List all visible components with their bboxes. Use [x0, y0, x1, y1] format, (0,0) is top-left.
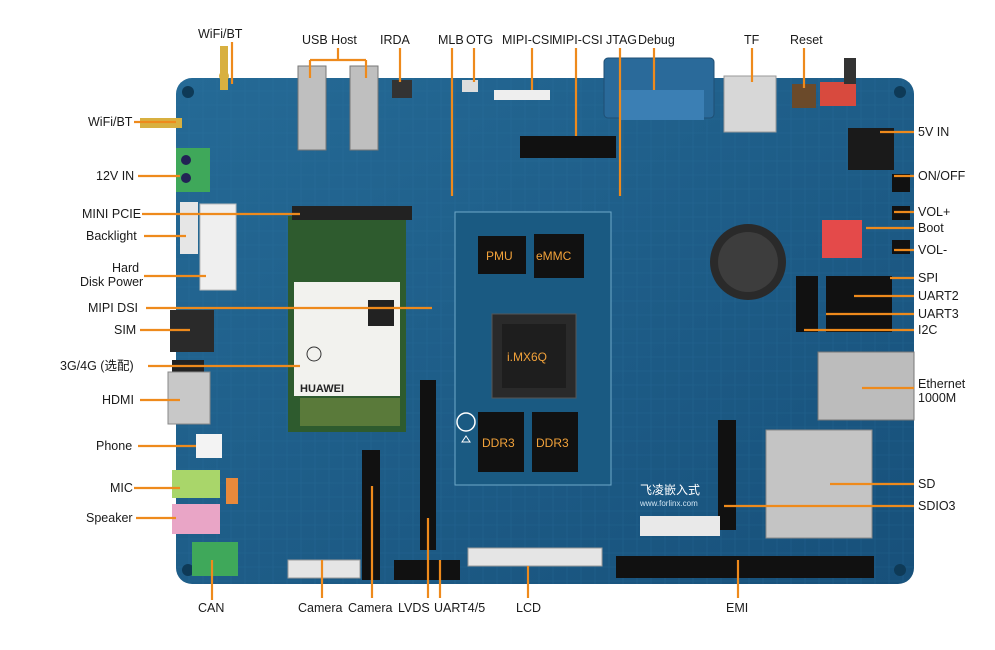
callout-labels: WiFi/BT WiFi/BT USB Host IRDA MLB OTG MI…	[60, 27, 966, 615]
label-vol-plus: VOL+	[918, 205, 950, 219]
emmc-label: eMMC	[536, 249, 572, 263]
core-module	[454, 211, 612, 486]
label-jtag: JTAG	[606, 33, 637, 47]
callout-lines	[134, 42, 914, 600]
label-hard-disk-power-2: Disk Power	[80, 275, 143, 289]
ddr3-left-chip	[478, 412, 524, 472]
top-connectors	[297, 57, 856, 158]
ddr3-right-label: DDR3	[536, 436, 569, 450]
label-debug: Debug	[638, 33, 675, 47]
label-mipi-dsi: MIPI DSI	[88, 301, 138, 315]
vendor-url: www.forlinx.com	[639, 499, 698, 508]
label-phone: Phone	[96, 439, 132, 453]
label-uart3: UART3	[918, 307, 959, 321]
chip-labels: PMU eMMC i.MX6Q DDR3 DDR3 HUAWEI 飞凌嵌入式 w…	[300, 249, 700, 508]
label-wifi-bt-top: WiFi/BT	[198, 27, 243, 41]
label-emi: EMI	[726, 601, 748, 615]
label-speaker: Speaker	[86, 511, 133, 525]
label-irda: IRDA	[380, 33, 411, 47]
label-12v-in: 12V IN	[96, 169, 134, 183]
label-tf: TF	[744, 33, 760, 47]
label-reset: Reset	[790, 33, 823, 47]
label-mini-pcie: MINI PCIE	[82, 207, 141, 221]
label-lcd: LCD	[516, 601, 541, 615]
label-sdio3: SDIO3	[918, 499, 956, 513]
pmu-label: PMU	[486, 249, 513, 263]
pmu-chip	[478, 236, 526, 274]
label-usb-host: USB Host	[302, 33, 357, 47]
label-spi: SPI	[918, 271, 938, 285]
label-uart2: UART2	[918, 289, 959, 303]
modem-brand: HUAWEI	[300, 383, 344, 395]
label-boot: Boot	[918, 221, 944, 235]
label-mlb: MLB	[438, 33, 464, 47]
label-camera-2: Camera	[348, 601, 393, 615]
ddr3-left-label: DDR3	[482, 436, 515, 450]
label-hard-disk-power-1: Hard	[112, 261, 139, 275]
label-otg: OTG	[466, 33, 493, 47]
emmc-chip	[534, 234, 584, 278]
label-sim: SIM	[114, 323, 136, 337]
label-on-off: ON/OFF	[918, 169, 966, 183]
soc-label: i.MX6Q	[507, 350, 547, 364]
mini-pcie-slot	[292, 206, 412, 220]
label-vol-minus: VOL-	[918, 243, 947, 257]
label-i2c: I2C	[918, 323, 937, 337]
label-lvds: LVDS	[398, 601, 430, 615]
label-camera-1: Camera	[298, 601, 343, 615]
label-wifi-bt-left: WiFi/BT	[88, 115, 133, 129]
label-ethernet-1: Ethernet	[918, 377, 966, 391]
label-5v-in: 5V IN	[918, 125, 949, 139]
modem-card	[288, 216, 406, 432]
label-backlight: Backlight	[86, 229, 137, 243]
ddr3-right-chip	[532, 412, 578, 472]
label-mic: MIC	[110, 481, 133, 495]
label-sd: SD	[918, 477, 935, 491]
label-uart45: UART4/5	[434, 601, 485, 615]
bottom-connectors	[226, 380, 603, 580]
vendor-logo: 飞凌嵌入式	[640, 483, 700, 497]
label-3g-4g: 3G/4G (选配)	[60, 359, 134, 373]
left-connectors	[140, 46, 238, 576]
label-hdmi: HDMI	[102, 393, 134, 407]
label-can: CAN	[198, 601, 224, 615]
label-ethernet-2: 1000M	[918, 391, 956, 405]
label-mipi-csi-1: MIPI-CSI	[502, 33, 553, 47]
label-mipi-csi-2: MIPI-CSI	[552, 33, 603, 47]
